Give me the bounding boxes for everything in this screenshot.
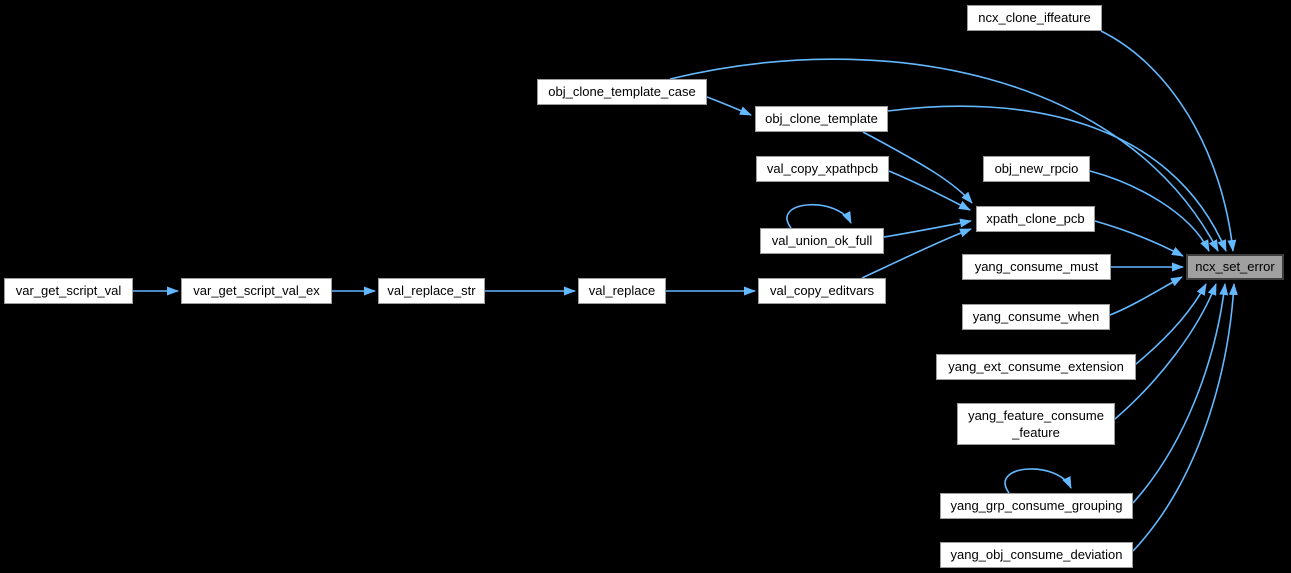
edge-yang_obj_consume_deviation-to-ncx_set_error bbox=[1132, 283, 1238, 552]
node-label-line1: yang_feature_consume bbox=[968, 408, 1104, 423]
edge-val_union_ok_full-to-xpath_clone_pcb bbox=[883, 218, 972, 238]
edge-yang_grp_consume_grouping-to-yang_grp_consume_grouping bbox=[1004, 468, 1072, 494]
node-yang_consume_when[interactable]: yang_consume_when bbox=[962, 304, 1110, 330]
node-val_union_ok_full[interactable]: val_union_ok_full bbox=[760, 228, 884, 254]
edge-obj_clone_template-to-xpath_clone_pcb bbox=[862, 131, 973, 204]
node-yang_ext_consume_extension[interactable]: yang_ext_consume_extension bbox=[936, 354, 1136, 380]
node-obj_new_rpcio[interactable]: obj_new_rpcio bbox=[983, 156, 1090, 182]
node-yang_grp_consume_grouping[interactable]: yang_grp_consume_grouping bbox=[940, 493, 1133, 519]
node-val_copy_xpathpcb[interactable]: val_copy_xpathpcb bbox=[756, 156, 889, 182]
edge-obj_new_rpcio-to-ncx_set_error bbox=[1089, 170, 1210, 252]
edge-yang_consume_when-to-ncx_set_error bbox=[1109, 276, 1183, 316]
edge-yang_grp_consume_grouping-to-ncx_set_error bbox=[1132, 283, 1229, 504]
node-val_copy_editvars[interactable]: val_copy_editvars bbox=[758, 278, 886, 304]
edge-obj_clone_template_case-to-obj_clone_template bbox=[706, 96, 752, 116]
node-ncx_clone_iffeature[interactable]: ncx_clone_iffeature bbox=[967, 5, 1102, 31]
node-var_get_script_val_ex[interactable]: var_get_script_val_ex bbox=[181, 278, 332, 304]
node-yang_obj_consume_deviation[interactable]: yang_obj_consume_deviation bbox=[940, 542, 1133, 568]
edge-yang_feature_consume_feature-to-ncx_set_error bbox=[1114, 283, 1217, 420]
edge-ncx_clone_iffeature-to-ncx_set_error bbox=[1100, 30, 1237, 252]
edge-obj_clone_template_case-to-ncx_set_error bbox=[669, 58, 1219, 252]
node-label-line2: _feature bbox=[1012, 425, 1060, 440]
node-ncx_set_error: ncx_set_error bbox=[1186, 254, 1284, 280]
node-val_replace[interactable]: val_replace bbox=[578, 278, 666, 304]
node-xpath_clone_pcb[interactable]: xpath_clone_pcb bbox=[976, 206, 1095, 232]
edge-val_copy_xpathpcb-to-xpath_clone_pcb bbox=[888, 170, 971, 211]
edge-obj_clone_template-to-ncx_set_error bbox=[887, 105, 1227, 252]
edge-val_union_ok_full-to-val_union_ok_full bbox=[786, 204, 852, 229]
node-var_get_script_val[interactable]: var_get_script_val bbox=[4, 278, 133, 304]
edge-yang_ext_consume_extension-to-ncx_set_error bbox=[1135, 283, 1207, 365]
node-obj_clone_template[interactable]: obj_clone_template bbox=[755, 106, 888, 132]
edge-xpath_clone_pcb-to-ncx_set_error bbox=[1094, 220, 1184, 257]
node-yang_feature_consume_feature[interactable]: yang_feature_consume _feature bbox=[957, 403, 1115, 445]
edge-val_copy_editvars-to-xpath_clone_pcb bbox=[861, 228, 972, 279]
node-val_replace_str[interactable]: val_replace_str bbox=[378, 278, 485, 304]
node-yang_consume_must[interactable]: yang_consume_must bbox=[962, 254, 1111, 280]
node-obj_clone_template_case[interactable]: obj_clone_template_case bbox=[537, 79, 707, 105]
